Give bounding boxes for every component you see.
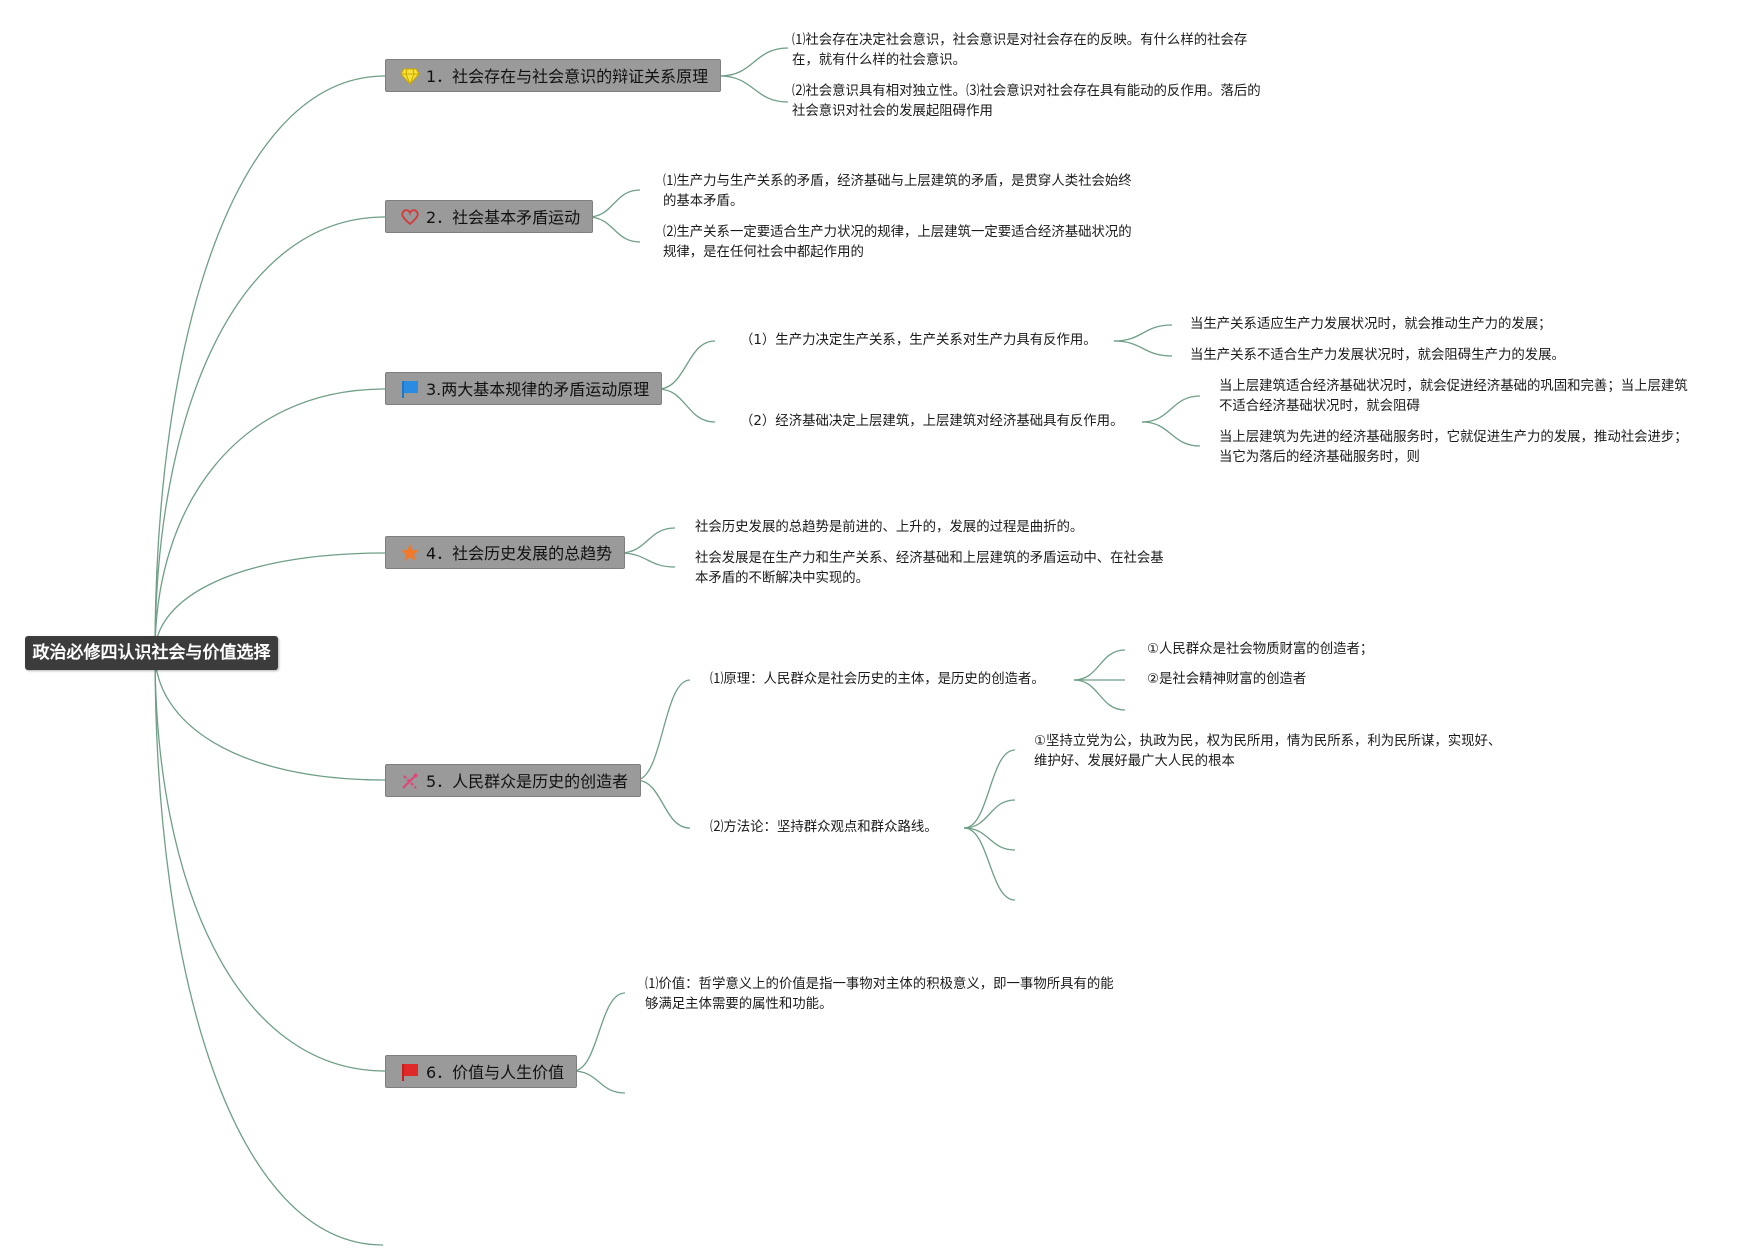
branch-5-child-2[interactable]: ⑵方法论：坚持群众观点和群众路线。 bbox=[710, 820, 938, 835]
b3-1-link-1 bbox=[1113, 324, 1173, 342]
b3-1-link-2 bbox=[1113, 340, 1173, 357]
branch-3-child-1[interactable]: （1）生产力决定生产关系，生产关系对生产力具有反作用。 bbox=[740, 333, 1097, 348]
branch-3-topic[interactable]: 3.两大基本规律的矛盾运动原理 bbox=[385, 372, 663, 405]
branch-3-child-2-sub-2[interactable]: 当上层建筑为先进的经济基础服务时，它就促进生产力的发展，推动社会进步； 当它为落… bbox=[1219, 430, 1688, 465]
branch-2-child-1[interactable]: ⑴生产力与生产关系的矛盾，经济基础与上层建筑的矛盾，是贯穿人类社会始终 的基本矛… bbox=[663, 174, 1132, 209]
b5-link-1 bbox=[635, 679, 691, 781]
branch-3-child-1-sub-2[interactable]: 当生产关系不适合生产力发展状况时，就会阻碍生产力的发展。 bbox=[1190, 348, 1565, 363]
b5-2-link-3 bbox=[963, 827, 1016, 851]
branch-5-child-1[interactable]: ⑴原理：人民群众是社会历史的主体，是历史的创造者。 bbox=[710, 672, 1045, 687]
branch-2-topic[interactable]: 2．社会基本矛盾运动 bbox=[385, 200, 594, 233]
branch-4-child-1[interactable]: 社会历史发展的总趋势是前进的、上升的，发展的过程是曲折的。 bbox=[695, 520, 1084, 535]
b5-1-link-1 bbox=[1073, 649, 1126, 681]
b5-2-link-1 bbox=[963, 749, 1016, 829]
b3-link-1 bbox=[657, 340, 716, 390]
branch-3-child-2-sub-1[interactable]: 当上层建筑适合经济基础状况时，就会促进经济基础的巩固和完善；当上层建筑 不适合经… bbox=[1219, 379, 1688, 414]
b3-2-link-2 bbox=[1141, 421, 1201, 447]
branch-2-label: 2．社会基本矛盾运动 bbox=[426, 208, 581, 227]
b4-link-2 bbox=[619, 552, 676, 568]
branch-5-child-1-sub-2[interactable]: ②是社会精神财富的创造者 bbox=[1147, 672, 1307, 687]
branch-5-child-1-sub-1[interactable]: ①人民群众是社会物质财富的创造者； bbox=[1147, 642, 1374, 657]
branch-3-child-1-sub-1[interactable]: 当生产关系适应生产力发展状况时，就会推动生产力的发展； bbox=[1190, 317, 1552, 332]
root-link-5 bbox=[154, 652, 386, 781]
branch-6-label: 6．价值与人生价值 bbox=[426, 1063, 565, 1082]
b6-link-1 bbox=[572, 992, 626, 1072]
b1-link-2 bbox=[719, 75, 789, 103]
b5-1-link-3 bbox=[1073, 679, 1126, 711]
branch-3-child-2[interactable]: （2）经济基础决定上层建筑，上层建筑对经济基础具有反作用。 bbox=[740, 414, 1124, 429]
root-link-7 bbox=[154, 652, 384, 1246]
b6-link-2 bbox=[572, 1070, 626, 1094]
branch-4-label: 4．社会历史发展的总趋势 bbox=[426, 544, 613, 563]
branch-6-child-1[interactable]: ⑴价值：哲学意义上的价值是指一事物对主体的积极意义，即一事物所具有的能 够满足主… bbox=[645, 977, 1114, 1012]
tools-icon bbox=[402, 773, 418, 789]
branch-4-topic[interactable]: 4．社会历史发展的总趋势 bbox=[385, 536, 626, 569]
branch-6-topic[interactable]: 6．价值与人生价值 bbox=[385, 1055, 578, 1088]
root-link-2 bbox=[154, 216, 386, 654]
root-link-1 bbox=[154, 75, 386, 654]
b2-link-2 bbox=[587, 216, 641, 243]
branch-1-label: 1．社会存在与社会意识的辩证关系原理 bbox=[426, 67, 709, 86]
star-icon bbox=[401, 544, 419, 561]
root-link-4 bbox=[154, 552, 386, 654]
branch-5-child-2-sub-1[interactable]: ①坚持立党为公，执政为民，权为民所用，情为民所系，利为民所谋，实现好、 维护好、… bbox=[1034, 734, 1502, 769]
heart-icon bbox=[401, 209, 419, 226]
branch-2-child-2[interactable]: ⑵生产关系一定要适合生产力状况的规律，上层建筑一定要适合经济基础状况的 规律，是… bbox=[663, 225, 1132, 260]
branch-1-child-2[interactable]: ⑵社会意识具有相对独立性。⑶社会意识对社会存在具有能动的反作用。落后的 社会意识… bbox=[792, 84, 1261, 119]
root-link-6 bbox=[154, 652, 386, 1072]
diamond-icon bbox=[400, 68, 420, 86]
flag-blue-icon bbox=[402, 381, 418, 398]
root-link-3 bbox=[154, 388, 386, 654]
branch-1-child-1[interactable]: ⑴社会存在决定社会意识，社会意识是对社会存在的反映。有什么样的社会存 在，就有什… bbox=[792, 33, 1248, 68]
branch-3-label: 3.两大基本规律的矛盾运动原理 bbox=[426, 380, 650, 399]
b4-link-1 bbox=[619, 527, 676, 554]
branch-5-label: 5．人民群众是历史的创造者 bbox=[426, 772, 629, 791]
b5-2-link-2 bbox=[963, 799, 1016, 829]
b5-2-link-4 bbox=[963, 827, 1016, 901]
b3-2-link-1 bbox=[1141, 395, 1201, 423]
b5-link-2 bbox=[635, 779, 691, 829]
flag-red-icon bbox=[402, 1064, 418, 1081]
branch-5-topic[interactable]: 5．人民群众是历史的创造者 bbox=[385, 764, 642, 797]
branch-4-child-2[interactable]: 社会发展是在生产力和生产关系、经济基础和上层建筑的矛盾运动中、在社会基 本矛盾的… bbox=[695, 551, 1164, 586]
branch-1-topic[interactable]: 1．社会存在与社会意识的辩证关系原理 bbox=[385, 59, 722, 92]
b2-link-1 bbox=[587, 189, 641, 218]
b3-link-2 bbox=[657, 388, 716, 423]
b1-link-1 bbox=[719, 47, 789, 77]
root-topic[interactable]: 政治必修四认识社会与价值选择 bbox=[25, 636, 278, 670]
